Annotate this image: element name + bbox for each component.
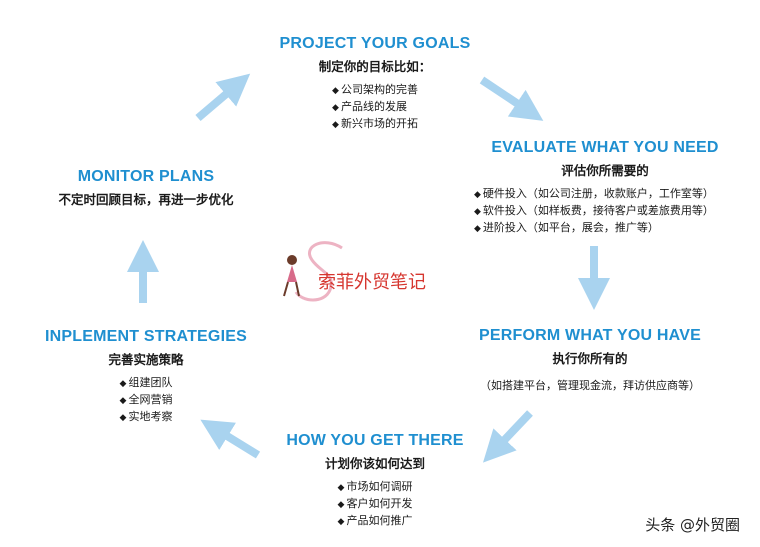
implement-section: INPLEMENT STRATEGIES 完善实施策略 组建团队 全网营销 实地… [38,328,254,426]
how-list: 市场如何调研 客户如何开发 产品如何推广 [338,479,412,530]
list-item: 客户如何开发 [338,496,412,513]
implement-list: 组建团队 全网营销 实地考察 [120,375,172,426]
monitor-title: MONITOR PLANS [77,168,215,185]
arrow-how-to-implement [200,419,261,459]
list-item: 实地考察 [120,409,172,426]
list-item: 全网营销 [120,392,172,409]
monitor-section: MONITOR PLANS 不定时回顾目标，再进一步优化 [40,168,252,208]
list-item: 组建团队 [120,375,172,392]
goals-title: PROJECT YOUR GOALS [279,35,471,52]
evaluate-list: 硬件投入（如公司注册，收款账户，工作室等） 软件投入（如样板费，接待客户或差旅费… [474,186,736,237]
evaluate-title: EVALUATE WHAT YOU NEED [491,139,719,156]
list-item: 市场如何调研 [338,479,412,496]
arrow-perform-to-how [482,410,533,463]
arrow-monitor-to-goals [195,73,251,122]
list-item: 新兴市场的开拓 [332,116,418,133]
watermark: 头条 @外贸圈 [645,516,740,534]
list-item: 公司架构的完善 [332,82,418,99]
implement-subtitle: 完善实施策略 [108,352,184,367]
implement-title: INPLEMENT STRATEGIES [45,328,247,345]
perform-section: PERFORM WHAT YOU HAVE 执行你所有的 （如搭建平台，管理现金… [470,327,710,393]
list-item: 产品线的发展 [332,99,418,116]
goals-section: PROJECT YOUR GOALS 制定你的目标比如： 公司架构的完善 产品线… [270,35,480,133]
arrow-goals-to-evaluate [479,76,544,121]
perform-subtitle: 执行你所有的 [552,351,628,366]
perform-title: PERFORM WHAT YOU HAVE [479,327,701,344]
how-section: HOW YOU GET THERE 计划你该如何达到 市场如何调研 客户如何开发… [275,432,475,530]
goals-list: 公司架构的完善 产品线的发展 新兴市场的开拓 [332,82,418,133]
evaluate-subtitle: 评估你所需要的 [561,163,649,178]
how-subtitle: 计划你该如何达到 [324,456,425,471]
evaluate-section: EVALUATE WHAT YOU NEED 评估你所需要的 硬件投入（如公司注… [474,139,736,237]
goals-subtitle: 制定你的目标比如： [318,59,432,74]
monitor-subtitle: 不定时回顾目标，再进一步优化 [58,192,234,207]
list-item: 硬件投入（如公司注册，收款账户，工作室等） [474,186,736,203]
list-item: 软件投入（如样板费，接待客户或差旅费用等） [474,203,736,220]
how-title: HOW YOU GET THERE [286,432,464,449]
perform-text: （如搭建平台，管理现金流，拜访供应商等） [480,379,700,392]
list-item: 产品如何推广 [338,513,412,530]
list-item: 进阶投入（如平台，展会，推广等） [474,220,736,237]
sophie-logo-icon [283,241,343,302]
logo-text: 索菲外贸笔记 [318,272,426,293]
